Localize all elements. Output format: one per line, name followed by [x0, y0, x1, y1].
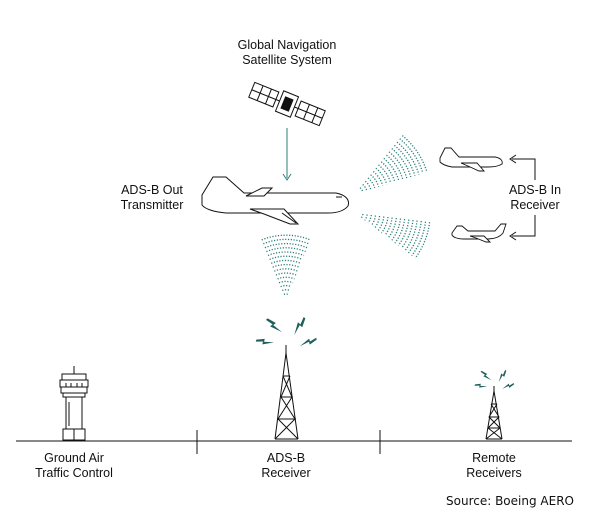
signal-arc — [359, 187, 364, 192]
tower-icon — [274, 345, 299, 440]
signal-arc — [281, 289, 291, 292]
ads-b-in-bracket — [509, 154, 536, 241]
ground-control-label: Ground Air Traffic Control — [35, 451, 113, 480]
remote-receivers-label: Remote Receivers — [466, 451, 522, 480]
lightning-bolt — [474, 383, 488, 388]
signal-arc — [391, 218, 402, 241]
signal-arc — [399, 138, 424, 174]
signal-arc — [263, 238, 309, 245]
signal-arc — [274, 268, 298, 272]
signal-arc — [370, 215, 377, 226]
signal-arc — [383, 157, 400, 181]
signal-arc — [272, 263, 300, 268]
signal-arc — [391, 148, 412, 178]
signal-arc — [278, 280, 294, 284]
receiving-airplane-top-icon — [439, 147, 503, 172]
signal-arc — [362, 183, 368, 191]
signal-arc — [261, 234, 311, 241]
signal-arc — [396, 141, 420, 175]
remote-tower-icon — [485, 386, 503, 440]
signal-arc — [404, 220, 418, 252]
signal-arc — [360, 213, 364, 219]
signal-arc — [380, 161, 396, 183]
signal-arc — [275, 272, 297, 276]
lightning-icon — [474, 369, 515, 389]
signal-arc — [377, 216, 385, 231]
signal-arc — [378, 164, 392, 184]
satellite-label: Global Navigation Satellite System — [237, 38, 337, 67]
lightning-bolt — [255, 338, 275, 345]
signal-arc — [367, 177, 376, 189]
lightning-bolt — [294, 317, 306, 335]
signal-arc — [372, 170, 384, 186]
signal-arc — [411, 221, 427, 257]
signal-arc — [367, 214, 372, 224]
signal-arc — [387, 218, 397, 239]
signal-arc — [401, 135, 428, 173]
signal-arc — [264, 243, 308, 249]
signal-arc — [267, 251, 305, 257]
signal-wave-icon — [261, 234, 311, 296]
receiver-in-label: ADS-B In Receiver — [508, 183, 562, 212]
signal-arc — [401, 220, 414, 249]
receiving-airplane-bottom-icon — [451, 223, 507, 243]
signal-wave-icon — [360, 213, 431, 259]
signal-arc — [394, 219, 406, 244]
signal-arc — [266, 247, 306, 253]
lightning-icon — [255, 317, 317, 347]
adsb-receiver-label: ADS-B Receiver — [261, 451, 311, 480]
signal-arc — [364, 180, 372, 190]
signal-arc — [384, 217, 393, 236]
signal-arc — [386, 154, 404, 180]
signal-arc — [277, 276, 295, 280]
satellite-icon — [248, 81, 326, 127]
satellite-signal-arrow — [282, 128, 292, 181]
lightning-bolt — [265, 318, 283, 333]
signal-arc — [269, 255, 303, 261]
signal-arc — [397, 219, 410, 246]
signal-arc — [270, 259, 302, 264]
signal-arc — [407, 221, 422, 254]
lightning-bolt — [498, 369, 507, 383]
signal-arc — [370, 174, 380, 187]
transmitter-label: ADS-B Out Transmitter — [120, 183, 184, 212]
signal-arc — [380, 216, 389, 234]
signal-arc — [374, 215, 381, 229]
signal-arc — [414, 222, 431, 259]
lightning-bolt — [299, 337, 317, 347]
control-tower-icon — [59, 366, 89, 441]
signal-arc — [375, 167, 388, 185]
lightning-bolt — [480, 370, 492, 381]
signal-arc — [280, 284, 292, 288]
signal-arc — [364, 214, 368, 221]
source-note: Source: Boeing AERO — [446, 494, 574, 508]
signal-wave-icon — [359, 135, 428, 192]
main-airplane-icon — [201, 176, 349, 225]
lightning-bolt — [502, 383, 515, 389]
